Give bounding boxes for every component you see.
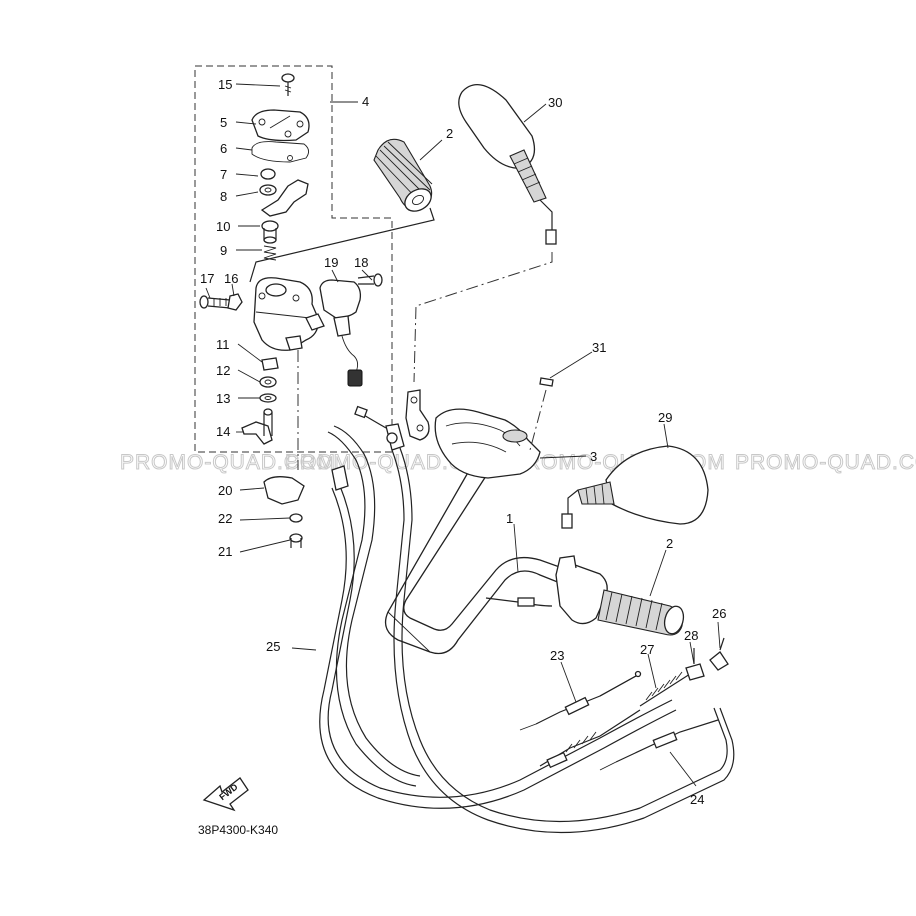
callout-3: 3: [590, 449, 597, 464]
relation-mirror-holder: [413, 252, 553, 383]
collar-10: [261, 220, 279, 244]
handlebar: [384, 459, 569, 655]
relation-pin-cover: [529, 389, 547, 451]
callout-4: 4: [362, 94, 369, 109]
switch-housing-16: [253, 277, 325, 351]
fitting-26: [709, 637, 729, 671]
callout-20: 20: [218, 483, 232, 498]
switch-assembly-boundary: [194, 65, 393, 453]
callout-2-lower: 2: [666, 536, 673, 551]
cable-lever-end: [517, 597, 535, 607]
callout-29: 29: [658, 410, 672, 425]
cable-housing-loop: [327, 425, 421, 787]
pin-31: [539, 377, 554, 387]
fwd-arrow-icon: FWD: [202, 777, 249, 812]
mirror-holder: [405, 389, 430, 441]
cable-adjuster-upper: [354, 405, 405, 451]
callout-1: 1: [506, 511, 513, 526]
watermark-text-4: PROMO-QUAD.COM: [735, 451, 916, 474]
callout-12: 12: [216, 363, 230, 378]
callout-30: 30: [548, 95, 562, 110]
bolt-21: [289, 533, 303, 548]
callout-17: 17: [200, 271, 214, 286]
nut-7: [260, 168, 276, 180]
switch-19: [319, 279, 363, 387]
fitting-28: [685, 648, 705, 681]
cable-mid-adjuster: [539, 709, 641, 769]
callout-25: 25: [266, 639, 280, 654]
callout-10: 10: [216, 219, 230, 234]
screw-15: [281, 73, 295, 96]
handlebar-cover: [434, 408, 541, 479]
leader-lines: [205, 83, 721, 787]
callout-9: 9: [220, 243, 227, 258]
spring-9: [263, 245, 277, 261]
callout-labels: 15 5 6 7 8 10 9 17 16 19 18 4 11 12 13 1…: [200, 77, 726, 807]
callout-5: 5: [220, 115, 227, 130]
callout-14: 14: [216, 424, 230, 439]
diagram-code: 38P4300-K340: [198, 823, 278, 837]
gasket-6: [251, 141, 309, 163]
callout-11: 11: [216, 337, 230, 352]
mirror-30: [458, 84, 557, 245]
callout-6: 6: [220, 141, 227, 156]
callout-28: 28: [684, 628, 698, 643]
washer-stack: [259, 357, 279, 403]
cable-23: [519, 670, 642, 731]
relation-grip-housing: [249, 207, 435, 283]
callout-15: 15: [218, 77, 232, 92]
clamp-20: [263, 476, 305, 505]
cable-25-end: [331, 465, 349, 491]
lever-14: [241, 408, 273, 445]
bolt-17: [199, 295, 231, 309]
right-grip: [555, 555, 685, 636]
callout-26: 26: [712, 606, 726, 621]
callout-13: 13: [216, 391, 230, 406]
left-grip: [373, 138, 433, 212]
callout-24: 24: [690, 792, 704, 807]
screw-18: [357, 273, 383, 287]
callout-7: 7: [220, 167, 227, 182]
callout-19: 19: [324, 255, 338, 270]
cable-27: [639, 671, 691, 707]
mirror-29: [561, 445, 709, 529]
callout-2-upper: 2: [446, 126, 453, 141]
callout-16: 16: [224, 271, 238, 286]
callout-23: 23: [550, 648, 564, 663]
washer-bracket-8: [259, 179, 309, 217]
callout-18: 18: [354, 255, 368, 270]
nut-16: [227, 293, 243, 311]
cable-24: [599, 719, 719, 771]
cable-throttle: [391, 447, 735, 834]
callout-8: 8: [220, 189, 227, 204]
callout-31: 31: [592, 340, 606, 355]
washer-22: [289, 513, 303, 523]
callout-22: 22: [218, 511, 232, 526]
callout-21: 21: [218, 544, 232, 559]
watermark-text-1: PROMO-QUAD.COM: [120, 451, 336, 474]
callout-27: 27: [640, 642, 654, 657]
switch-cover-5: [251, 109, 310, 142]
